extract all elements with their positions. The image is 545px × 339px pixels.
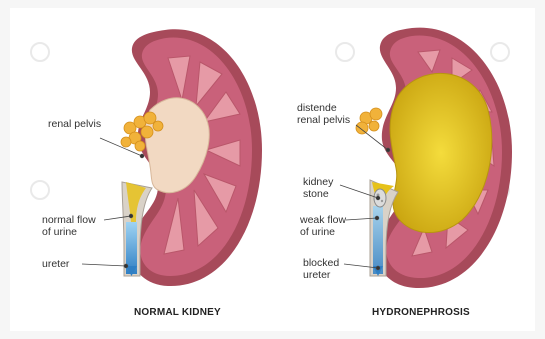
label-ureter: ureter [42,258,69,270]
hydronephrosis-kidney-illustration [356,28,512,288]
caption-hydronephrosis: HYDRONEPHROSIS [372,307,470,318]
label-renal-pelvis: renal pelvis [48,118,101,130]
label-distended-pelvis: distende renal pelvis [297,102,350,126]
label-blocked-ureter: blocked ureter [303,257,339,281]
label-weak-flow: weak flow of urine [300,214,346,238]
label-kidney-stone: kidney stone [303,176,333,200]
label-normal-flow: normal flow of urine [42,214,96,238]
caption-normal-kidney: NORMAL KIDNEY [134,307,221,318]
